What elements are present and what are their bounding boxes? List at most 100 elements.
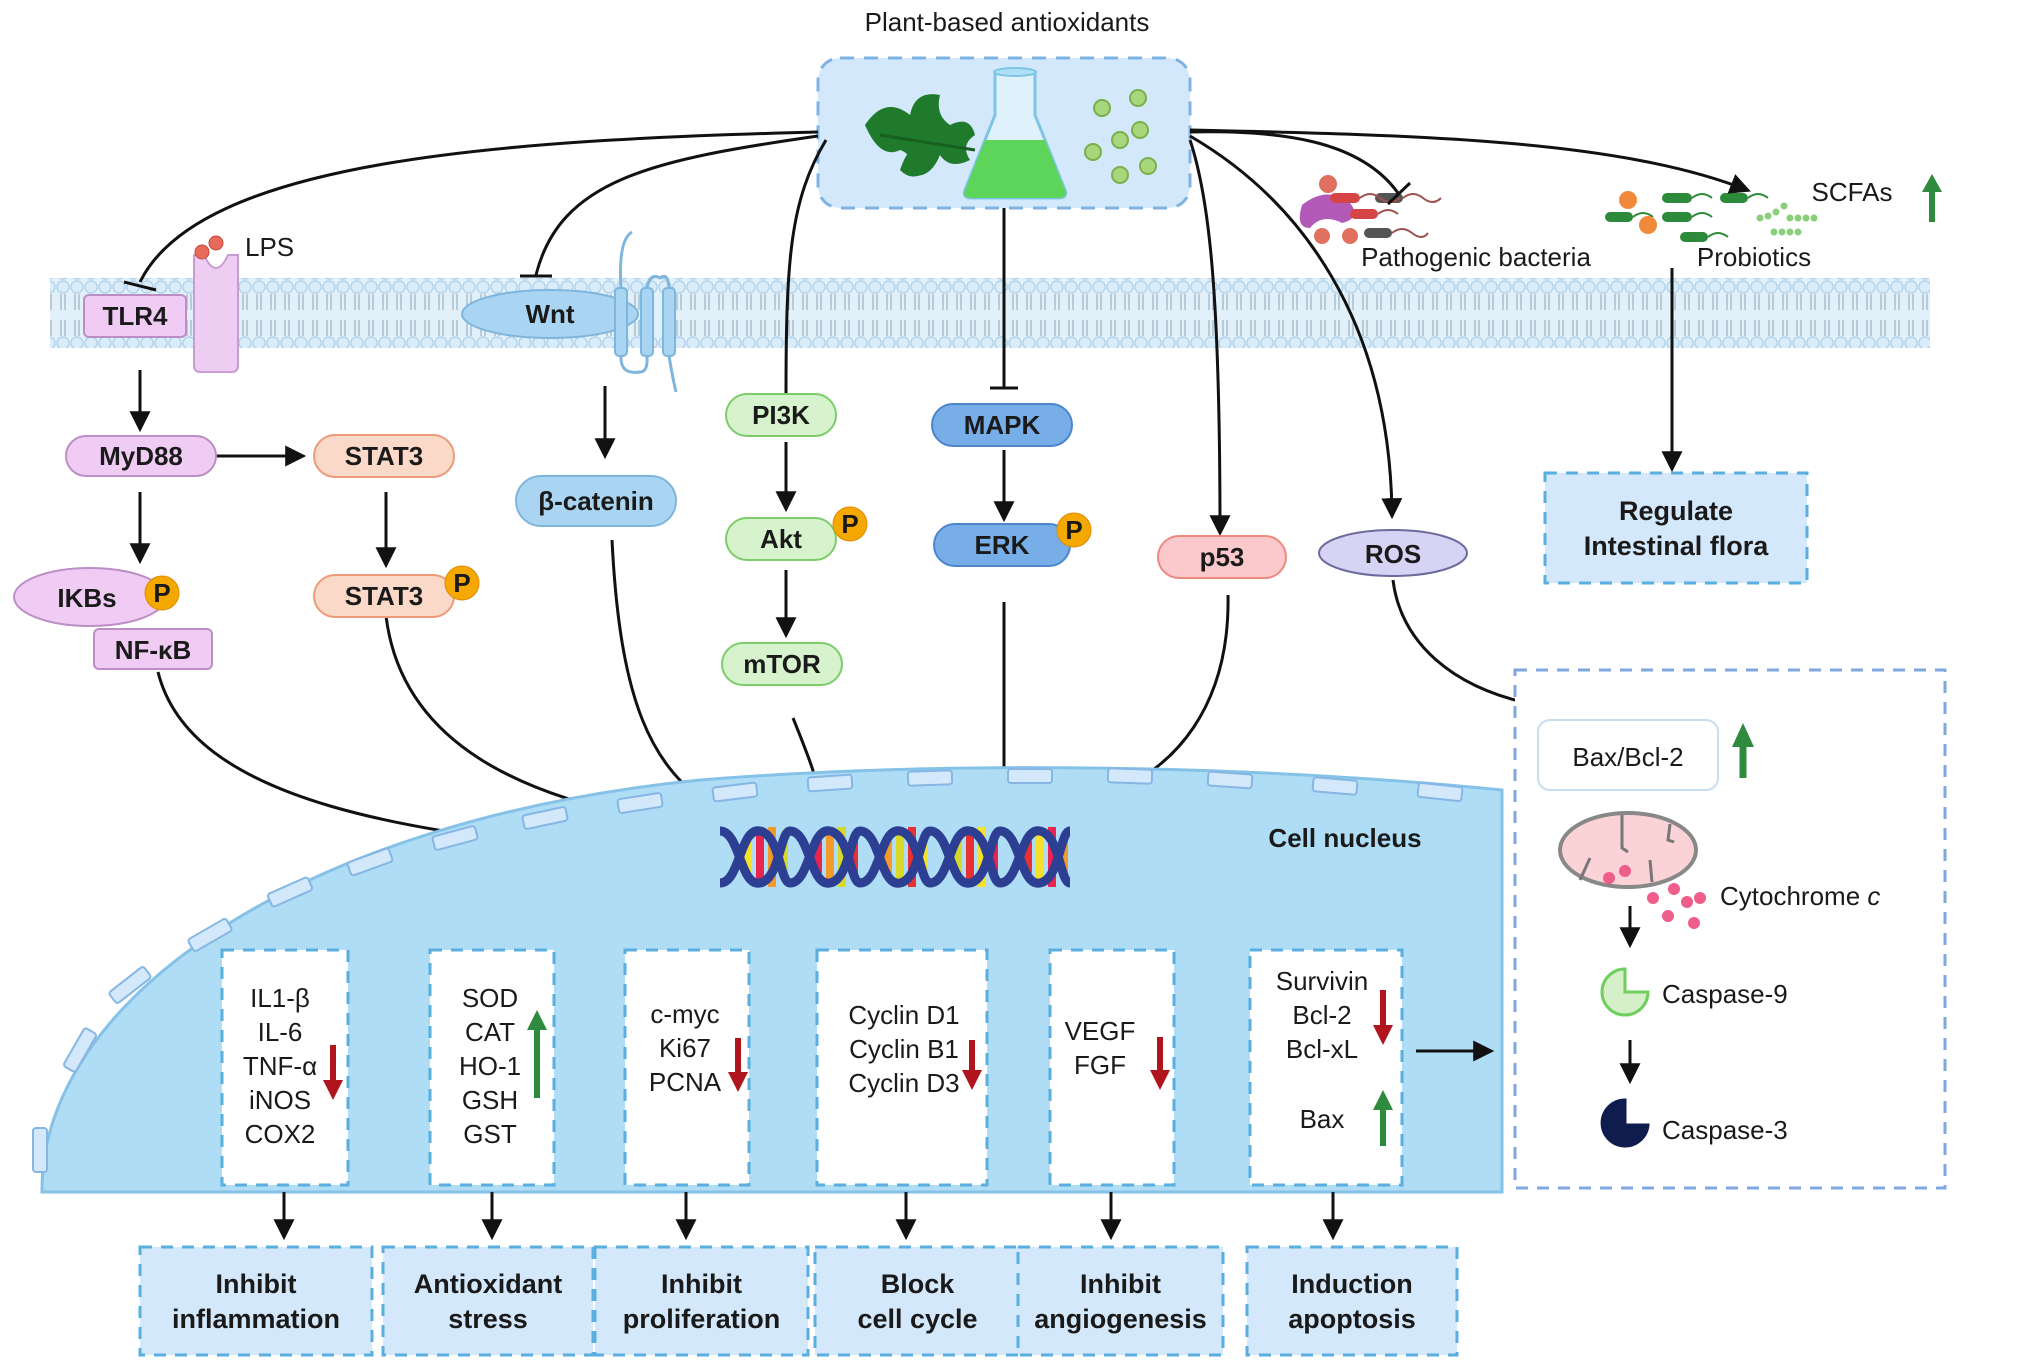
marker-item: COX2 [245, 1119, 316, 1149]
activate-p53-line [1188, 139, 1231, 537]
dna-base-pair [966, 826, 974, 888]
p53-label: p53 [1200, 542, 1245, 572]
outcome-line1: Inhibit [1080, 1269, 1161, 1299]
cytochrome-c-label: Cytochrome c [1720, 881, 1880, 911]
marker-item: Ki67 [659, 1033, 711, 1063]
p53-node[interactable]: p53 [1157, 535, 1287, 579]
dna-base-pair [826, 826, 834, 888]
nfkb-label: NF-κB [115, 635, 192, 665]
marker-box: Cyclin D1 Cyclin B1 Cyclin D3 [815, 948, 989, 1187]
mtor-label: mTOR [743, 649, 821, 679]
outcome-line2: apoptosis [1288, 1304, 1416, 1334]
inhibit-pathogen-line [1189, 130, 1400, 194]
wnt-label: Wnt [525, 299, 574, 329]
marker-item: TNF-α [243, 1051, 317, 1081]
lps-label: LPS [245, 232, 294, 262]
ikbs-node[interactable]: IKBs [13, 567, 167, 627]
trend-up-arrow-icon [1373, 1090, 1393, 1146]
beta-catenin-node[interactable]: β-catenin [515, 475, 677, 527]
scfas-up-arrow-icon [1922, 174, 1942, 222]
regulate-flora-line2: Intestinal flora [1584, 531, 1770, 561]
apoptosis-panel: Bax/Bcl-2 Cytochrome c Caspase-9 Caspase… [1513, 668, 1947, 1190]
diagram-title: Plant-based antioxidants [865, 7, 1150, 37]
inhibit-pi3k-line [784, 139, 828, 396]
marker-item: Cyclin D1 [848, 1000, 959, 1030]
scfas-label: SCFAs [1812, 177, 1893, 207]
svg-text:P: P [1065, 515, 1082, 545]
nuclear-pore [1106, 767, 1154, 785]
mitochondrion-icon [1558, 811, 1698, 889]
marker-item: HO-1 [459, 1051, 521, 1081]
marker-item: Bcl-2 [1292, 1000, 1351, 1030]
regulate-flora-box: Regulate Intestinal flora [1543, 471, 1809, 585]
nuclear-pore [806, 773, 854, 793]
caspase-9-icon [1600, 967, 1650, 1017]
dna-base-pair [908, 826, 916, 888]
probiotics-icon [1605, 191, 1818, 242]
activate-ros-line [1189, 134, 1403, 520]
dna-base-pair [978, 826, 986, 888]
nucleus-label: Cell nucleus [1268, 823, 1421, 853]
wnt-node[interactable]: Wnt [461, 289, 639, 339]
erk-node[interactable]: ERK [933, 523, 1071, 567]
dna-strand [718, 826, 1073, 888]
mapk-node[interactable]: MAPK [931, 403, 1073, 447]
cell-membrane [50, 278, 1930, 348]
marker-item: FGF [1074, 1050, 1126, 1080]
antioxidant-source-box [816, 56, 1192, 210]
inhibit-wnt-line [534, 134, 819, 276]
tlr4-label: TLR4 [103, 301, 169, 331]
stat3-phospho-label: STAT3 [345, 581, 423, 611]
pi3k-node[interactable]: PI3K [725, 393, 837, 437]
svg-text:P: P [153, 578, 170, 608]
outcome-line1: Block [881, 1269, 956, 1299]
tlr4-node[interactable]: TLR4 [83, 294, 187, 338]
marker-item: IL1-β [250, 983, 310, 1013]
marker-item: Bcl-xL [1286, 1034, 1358, 1064]
ros-node[interactable]: ROS [1318, 529, 1468, 577]
parsley-leaf-icon [865, 94, 976, 177]
nuclear-pore [1416, 782, 1464, 802]
akt-node[interactable]: Akt [725, 517, 837, 561]
marker-item: VEGF [1065, 1016, 1136, 1046]
nuclear-pore [63, 1027, 97, 1073]
outcome-line2: angiogenesis [1034, 1304, 1207, 1334]
myd88-node[interactable]: MyD88 [65, 435, 217, 477]
nuclear-pore [1007, 768, 1053, 784]
nfkb-node[interactable]: NF-κB [93, 628, 213, 670]
nuclear-pore [32, 1127, 48, 1173]
dna-base-pair [954, 841, 962, 873]
dna-strand [718, 826, 1073, 888]
mtor-node[interactable]: mTOR [721, 642, 843, 686]
connectors [123, 128, 1751, 868]
pi3k-label: PI3K [752, 400, 810, 430]
dna-base-pair [814, 841, 822, 873]
bax-bcl2-up-arrow-icon [1732, 723, 1754, 778]
nuclear-pore [346, 847, 394, 877]
trend-down-arrow-icon [962, 1040, 982, 1090]
trend-down-arrow-icon [1373, 990, 1393, 1045]
trend-up-arrow-icon [527, 1010, 547, 1098]
dna-base-pair [1048, 826, 1056, 888]
marker-item: Cyclin B1 [849, 1034, 959, 1064]
caspase-3-icon [1600, 1098, 1650, 1148]
marker-item: PCNA [649, 1067, 722, 1097]
marker-item: c-myc [650, 999, 719, 1029]
dna-helix-icon [718, 826, 1073, 888]
inhibit-tlr4-line [138, 130, 819, 283]
stat3-phospho-node[interactable]: STAT3 [313, 574, 455, 618]
trend-down-arrow-icon [323, 1045, 343, 1100]
marker-item: Cyclin D3 [848, 1068, 959, 1098]
dna-base-pair [768, 826, 776, 888]
erk-label: ERK [975, 530, 1030, 560]
regulate-flora-line1: Regulate [1619, 496, 1733, 526]
dna-base-pair [744, 841, 752, 873]
stat3-node[interactable]: STAT3 [313, 434, 455, 478]
